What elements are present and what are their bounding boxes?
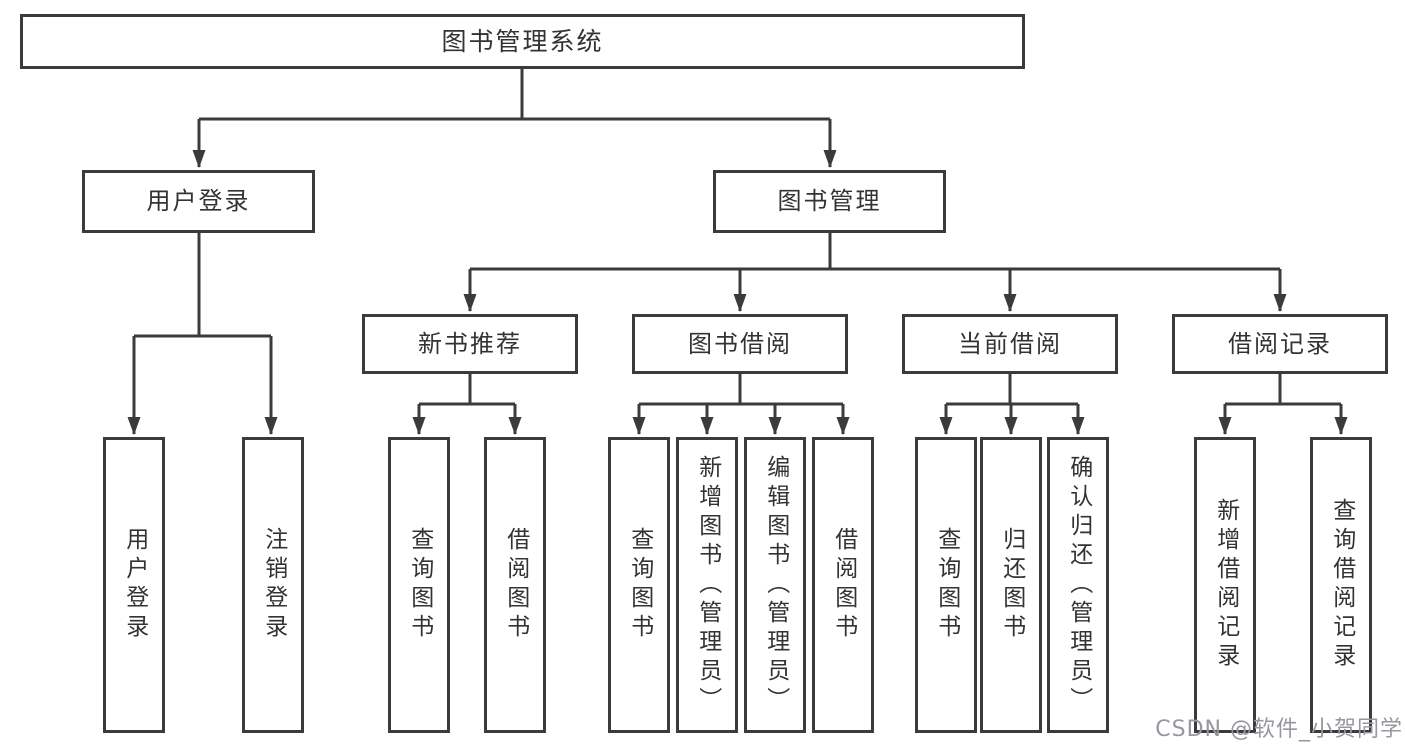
- leaf-add-book-admin: 新增图书（管理员）: [676, 437, 738, 733]
- node-user-login: 用户登录: [82, 170, 315, 233]
- leaf-add-borrow-record: 新增借阅记录: [1194, 437, 1256, 733]
- leaf-edit-book-admin: 编辑图书（管理员）: [744, 437, 806, 733]
- leaf-user-login: 用户登录: [103, 437, 165, 733]
- node-current-borrow: 当前借阅: [902, 314, 1118, 374]
- leaf-query-borrow-record: 查询借阅记录: [1310, 437, 1372, 733]
- node-new-book-recommend: 新书推荐: [362, 314, 578, 374]
- leaf-query-books-current: 查询图书: [915, 437, 977, 733]
- leaf-query-books-recommend: 查询图书: [388, 437, 450, 733]
- leaf-logout: 注销登录: [242, 437, 304, 733]
- node-library-management-system: 图书管理系统: [20, 14, 1025, 69]
- csdn-watermark: CSDN @软件_小贺同学: [1155, 717, 1403, 742]
- leaf-return-book: 归还图书: [980, 437, 1042, 733]
- leaf-confirm-return-admin: 确认归还（管理员）: [1047, 437, 1109, 733]
- leaf-borrow-books: 借阅图书: [812, 437, 874, 733]
- node-book-management: 图书管理: [713, 170, 946, 233]
- node-book-borrow: 图书借阅: [632, 314, 848, 374]
- node-borrow-records: 借阅记录: [1172, 314, 1388, 374]
- leaf-query-books-borrow: 查询图书: [608, 437, 670, 733]
- leaf-borrow-books-recommend: 借阅图书: [484, 437, 546, 733]
